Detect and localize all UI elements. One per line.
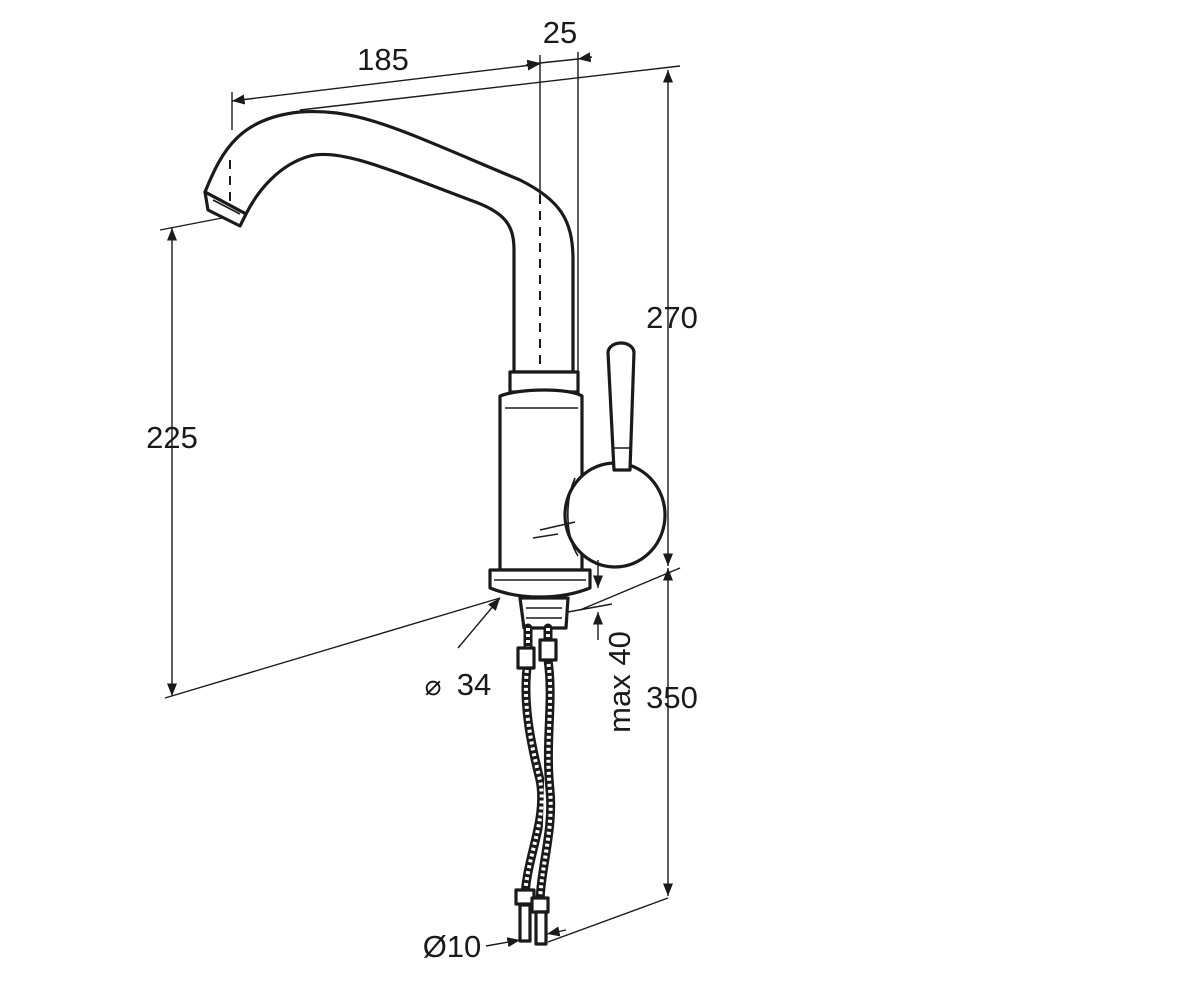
dim-label-34: 34 [457,667,491,702]
dim-label-350: 350 [646,680,698,715]
hose-end-left [518,903,532,943]
dim-spout-height: 225 [146,217,501,699]
hose-left-inner [523,628,544,930]
dim-total-height: 270 [299,65,698,566]
hose-nut-right [538,638,558,662]
base-ring [488,568,592,599]
dim-label-25: 25 [543,15,577,50]
spout [203,109,575,374]
dim-label-185: 185 [357,42,409,77]
supply-hoses [514,623,558,946]
dim-max-thickness: max 40 [567,560,681,733]
dim-label-d10: Ø10 [423,929,482,964]
mounting-stud [518,596,570,630]
faucet-outline [203,109,667,630]
dim-offset: 25 [525,15,593,378]
dim-hose-length: 350 [547,568,698,943]
dim-spout-reach: 185 [231,42,541,195]
dim-hole-diameter: ⌀ 34 [425,597,501,702]
hose-end-right [534,910,548,946]
handle-hub [563,461,667,569]
dim-hose-diameter: Ø10 [423,926,567,964]
neck-ring [508,370,580,394]
dim-label-max-40: max 40 [602,631,637,733]
hose-fitting-right [530,896,550,914]
hose-nut-left [516,646,536,670]
dim-label-270: 270 [646,300,698,335]
faucet-body [498,388,584,572]
diameter-symbol: ⌀ [425,670,442,701]
lever [606,341,636,472]
dim-label-225: 225 [146,420,198,455]
hose-right-inner [538,628,553,938]
